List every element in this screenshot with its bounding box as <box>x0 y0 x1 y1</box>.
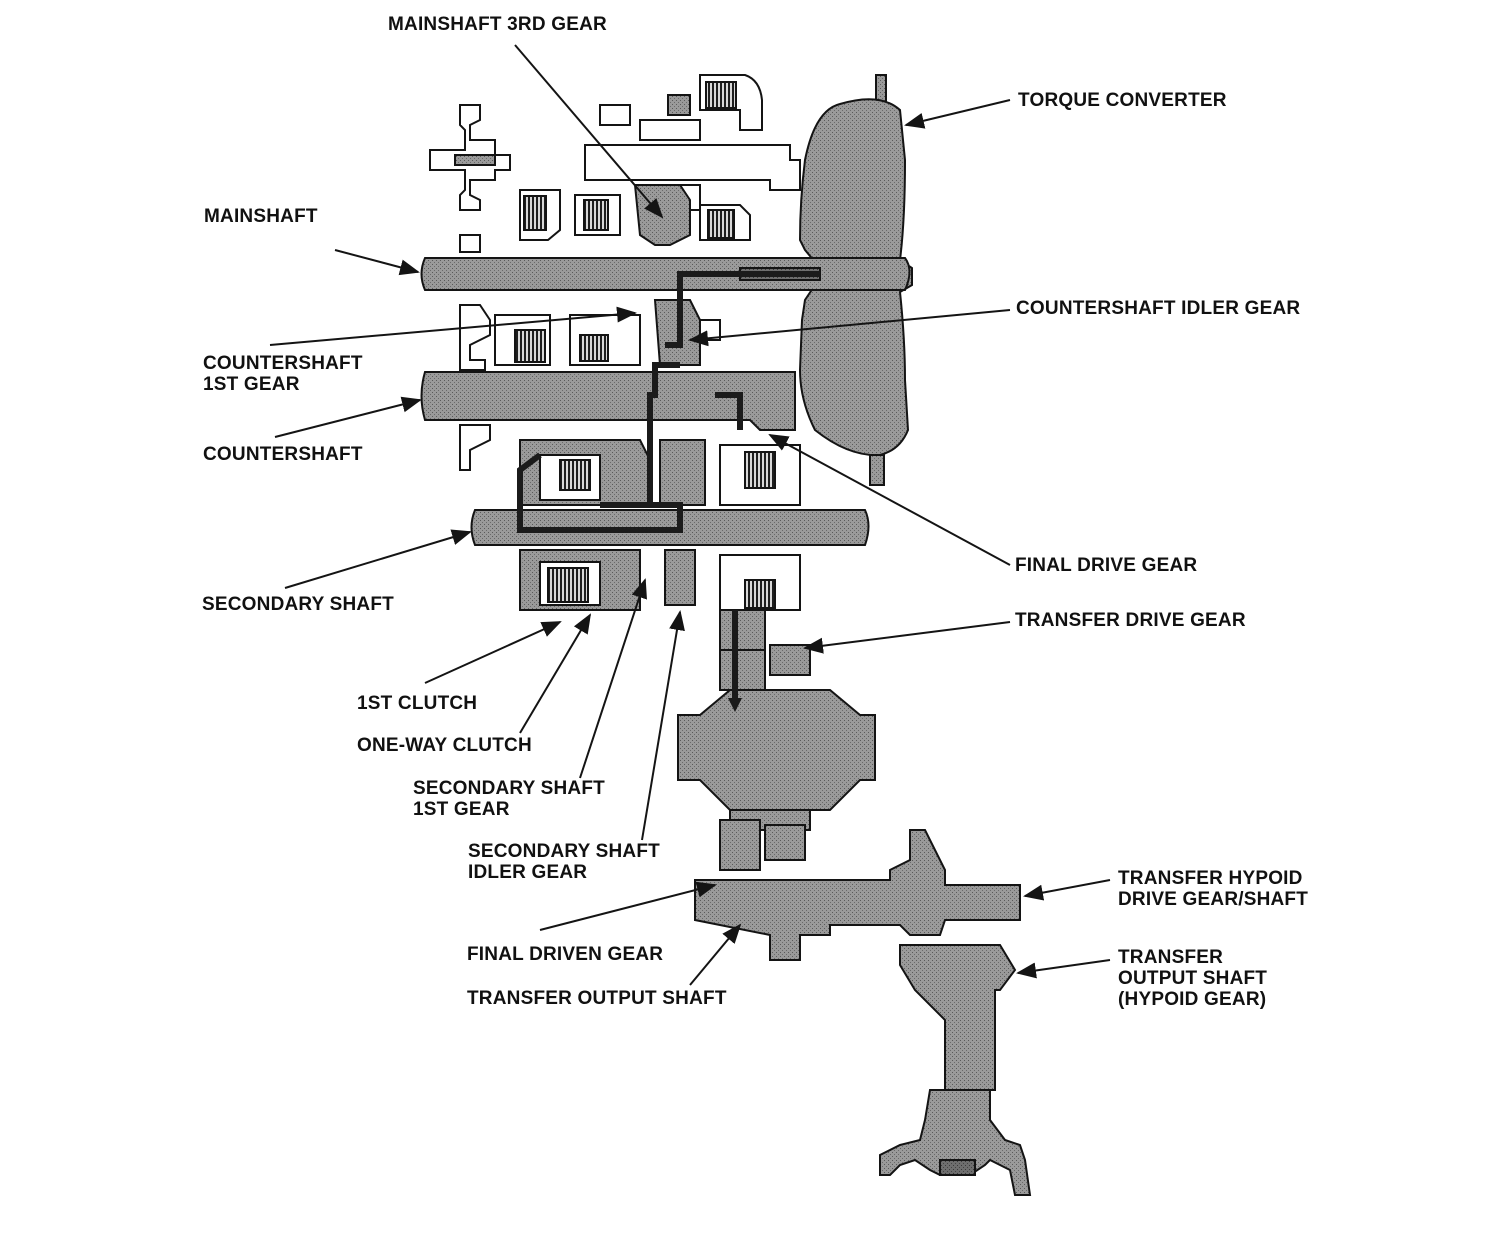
leader-mainshaft-3rd-gear <box>514 44 664 219</box>
flow-arrow-icon <box>728 698 742 712</box>
label-mainshaft-3rd-gear: MAINSHAFT 3RD GEAR <box>388 14 607 35</box>
leader-lines <box>269 44 1111 986</box>
leader-transfer-output-shaft-hypoid <box>1016 959 1111 979</box>
leader-countershaft <box>274 396 422 438</box>
label-transfer-drive-gear: TRANSFER DRIVE GEAR <box>1015 610 1246 631</box>
label-transfer-hypoid-drive-line1: TRANSFER HYPOID <box>1118 868 1303 889</box>
label-one-way-clutch: ONE-WAY CLUTCH <box>357 735 532 756</box>
leader-final-driven-gear <box>539 881 717 931</box>
leader-transfer-output-shaft <box>689 923 742 986</box>
left-spool-part <box>429 104 511 211</box>
label-1st-clutch: 1ST CLUTCH <box>357 693 478 714</box>
leader-torque-converter <box>904 99 1011 129</box>
mainshaft-part <box>420 257 911 291</box>
leader-countershaft-1st-gear <box>269 306 637 346</box>
leader-secondary-shaft-1st-gear <box>579 578 647 779</box>
mainshaft-gear-cluster <box>459 184 751 253</box>
label-final-driven-gear: FINAL DRIVEN GEAR <box>467 944 664 965</box>
leader-countershaft-idler-gear <box>688 309 1011 347</box>
label-secondary-shaft-1st-gear-line1: SECONDARY SHAFT <box>413 778 605 799</box>
leader-transfer-hypoid-drive <box>1023 879 1111 901</box>
leader-secondary-shaft-idler-gear <box>641 610 685 841</box>
label-secondary-shaft-idler-gear-line2: IDLER GEAR <box>468 862 588 883</box>
mainshaft-upper-clutch <box>584 74 801 211</box>
label-secondary-shaft-idler-gear-line1: SECONDARY SHAFT <box>468 841 660 862</box>
label-transfer-output-shaft-hypoid-line3: (HYPOID GEAR) <box>1118 989 1267 1010</box>
label-countershaft: COUNTERSHAFT <box>203 444 363 465</box>
leader-1st-clutch <box>424 621 562 684</box>
leader-one-way-clutch <box>519 613 592 734</box>
label-transfer-hypoid-drive-line2: DRIVE GEAR/SHAFT <box>1118 889 1309 910</box>
label-countershaft-1st-gear-line2: 1ST GEAR <box>203 374 300 395</box>
transfer-hypoid-assembly <box>694 819 1032 1196</box>
label-transfer-output-shaft-hypoid-line1: TRANSFER <box>1118 947 1224 968</box>
leader-secondary-shaft <box>284 529 472 589</box>
label-torque-converter: TORQUE CONVERTER <box>1018 90 1227 111</box>
label-transfer-output-shaft: TRANSFER OUTPUT SHAFT <box>467 988 727 1009</box>
label-secondary-shaft-1st-gear-line2: 1ST GEAR <box>413 799 510 820</box>
leader-final-drive-gear <box>768 434 1011 566</box>
countershaft-upper-gears <box>459 299 721 371</box>
label-final-drive-gear: FINAL DRIVE GEAR <box>1015 555 1198 576</box>
countershaft-part <box>420 371 796 431</box>
label-countershaft-1st-gear-line1: COUNTERSHAFT <box>203 353 363 374</box>
label-countershaft-idler-gear: COUNTERSHAFT IDLER GEAR <box>1016 298 1301 319</box>
leader-mainshaft <box>334 249 420 276</box>
label-mainshaft: MAINSHAFT <box>204 206 318 227</box>
label-transfer-output-shaft-hypoid-line2: OUTPUT SHAFT <box>1118 968 1268 989</box>
leader-transfer-drive-gear <box>803 621 1011 654</box>
label-secondary-shaft: SECONDARY SHAFT <box>202 594 394 615</box>
power-flow-path <box>517 271 820 700</box>
